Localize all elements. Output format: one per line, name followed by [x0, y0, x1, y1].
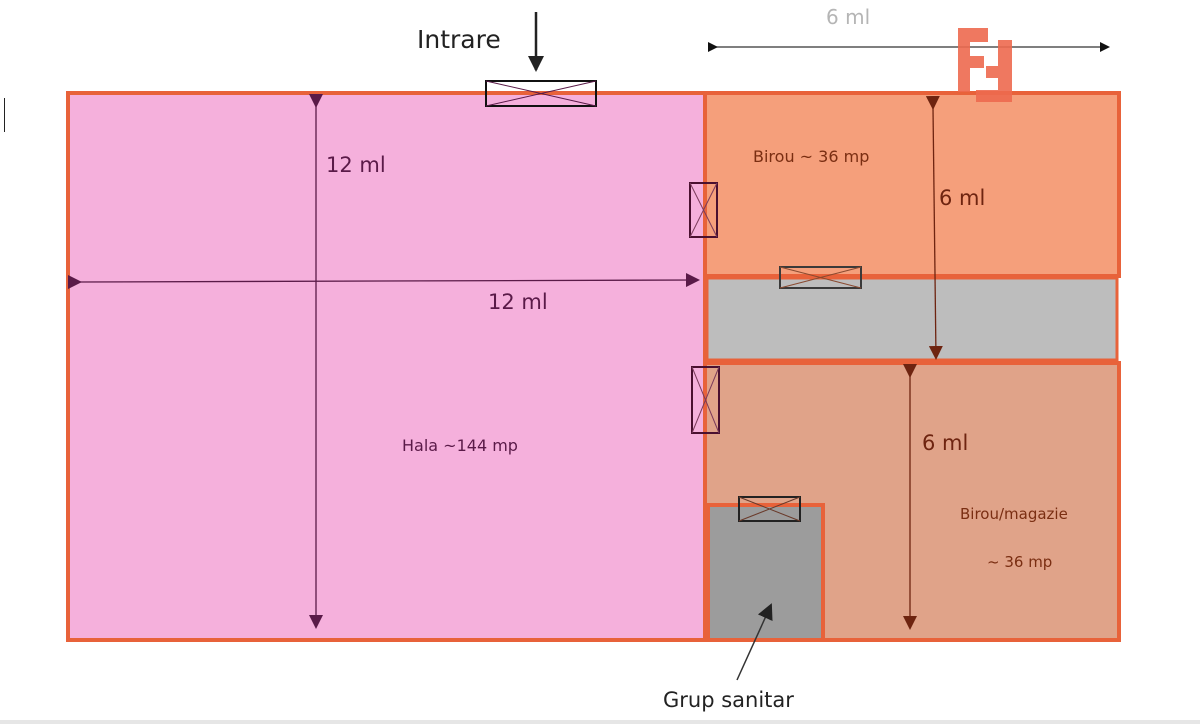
- door-hala-birou: [689, 182, 718, 238]
- door-birou-corridor: [779, 266, 862, 289]
- dimension-hala-width: [67, 273, 700, 290]
- bottom-divider: [0, 720, 1200, 724]
- ff-logo-icon: [958, 28, 1012, 102]
- door-hala-birou-magazie: [691, 366, 720, 434]
- dimension-birou-height: [925, 95, 943, 360]
- hala-height-label: 12 ml: [326, 153, 386, 177]
- hala-width-label: 12 ml: [488, 290, 548, 314]
- birou-magazie-area-label: ~ 36 mp: [987, 553, 1052, 571]
- door-entrance: [485, 80, 597, 107]
- room-corridor: [705, 276, 1119, 362]
- birou-room-label: Birou ~ 36 mp: [753, 147, 869, 166]
- room-hala: [66, 91, 707, 642]
- birou-magazie-height-label: 6 ml: [922, 431, 968, 455]
- grup-sanitar-label: Grup sanitar: [663, 688, 794, 712]
- room-birou: [703, 91, 1121, 278]
- birou-height-label: 6 ml: [939, 186, 985, 210]
- hala-room-label: Hala ~144 mp: [402, 436, 518, 455]
- entrance-label: Intrare: [417, 25, 501, 54]
- grup-sanitar-pointer-icon: [736, 603, 773, 681]
- top-dimension-label: 6 ml: [826, 5, 870, 29]
- room-grup-sanitar: [706, 503, 825, 642]
- text-cursor: [4, 98, 5, 132]
- door-grup-sanitar: [738, 496, 801, 522]
- birou-magazie-label: Birou/magazie: [960, 505, 1068, 523]
